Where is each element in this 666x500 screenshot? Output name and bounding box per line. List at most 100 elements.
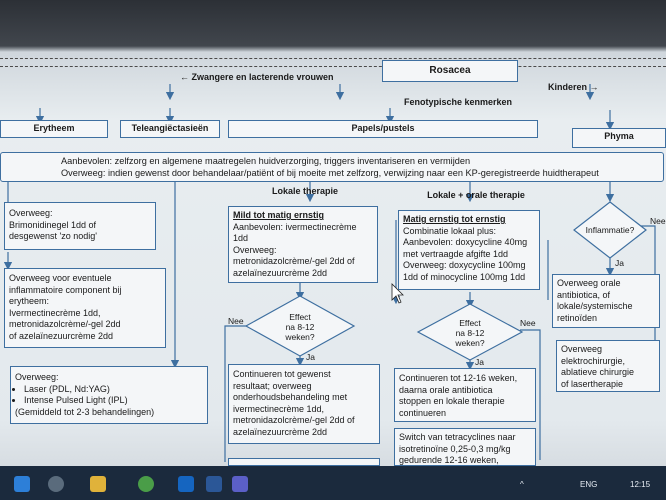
moderate-severity-box: Matig ernstig tot ernstig Combinatie lok… xyxy=(398,210,540,290)
continue-moderate-box: Continueren tot 12-16 weken, daarna oral… xyxy=(394,368,536,422)
laser-box: Overweeg: Laser (PDL, Nd:YAG) Intense Pu… xyxy=(10,366,208,424)
laser-item: Intense Pulsed Light (IPL) xyxy=(24,395,203,407)
general-recommended: Aanbevolen: zelfzorg en algemene maatreg… xyxy=(61,156,471,166)
box-line: Continueren tot 12-16 weken, xyxy=(399,373,518,383)
box-line: isotretinoïne 0,25-0,3 mg/kg xyxy=(399,443,511,454)
yes-label: Ja xyxy=(475,357,484,367)
box-line: stoppen en lokale therapie xyxy=(399,396,505,406)
laser-item: Laser (PDL, Nd:YAG) xyxy=(24,384,203,396)
box-line: 1dd of minocycline 100mg 1dd xyxy=(403,271,526,282)
box-line: Aanbevolen: doxycycline 40mg xyxy=(403,237,528,247)
phyma-surgery-box: Overweeg elektrochirurgie, ablatieve chi… xyxy=(556,340,660,392)
box-line: Brimonidinegel 1dd of xyxy=(9,219,97,230)
category-telangiectasia: Teleangiëctasieën xyxy=(120,120,220,138)
language-indicator[interactable]: ENG xyxy=(580,480,598,489)
box-line: azelaïnezuurcrème 2dd xyxy=(233,267,328,278)
yes-label: Ja xyxy=(306,352,315,362)
box-line: ablatieve chirurgie xyxy=(561,367,635,377)
local-therapy-header: Lokale therapie xyxy=(271,186,339,196)
mild-title: Mild tot matig ernstig xyxy=(233,210,324,220)
box-line: resultaat; overweeg xyxy=(233,380,312,391)
category-phyma: Phyma xyxy=(572,128,666,148)
category-label: Papels/pustels xyxy=(351,123,415,133)
box-line: Overweeg: xyxy=(15,372,59,382)
cut-off-box xyxy=(228,458,380,466)
tray-chevron[interactable]: ^ xyxy=(520,480,524,489)
windows-icon[interactable] xyxy=(14,476,30,492)
decision-diamond-phyma xyxy=(573,201,647,259)
general-recommendation-box: Aanbevolen: zelfzorg en algemene maatreg… xyxy=(0,152,664,182)
decision-text-mild: Effect na 8-12 weken? xyxy=(276,312,324,342)
box-line: Overweeg orale xyxy=(557,278,621,288)
file-explorer-icon[interactable] xyxy=(90,476,106,492)
local-oral-therapy-header: Lokale + orale therapie xyxy=(427,190,525,200)
box-line: 1dd xyxy=(233,233,249,243)
page-break-line xyxy=(0,58,666,59)
box-line: lokale/systemische xyxy=(557,301,633,311)
pregnant-women-label: ← Zwangere en lacterende vrouwen xyxy=(180,72,334,82)
general-consider: Overweeg: indien gewenst door behandelaa… xyxy=(61,168,599,178)
mouse-cursor-icon xyxy=(391,283,404,304)
decision-line: na 8-12 xyxy=(285,322,315,332)
diagram-title: Rosacea xyxy=(429,65,471,76)
decision-text-phyma: Inflammatie? xyxy=(585,225,635,235)
taskbar xyxy=(0,466,666,500)
teams-icon[interactable] xyxy=(232,476,248,492)
category-label: Erytheem xyxy=(33,123,75,133)
continue-mild-box: Continueren tot gewenst resultaat; overw… xyxy=(228,364,380,444)
box-line: Overweeg: doxycycline 100mg xyxy=(403,260,526,270)
box-line: Continueren tot gewenst xyxy=(233,369,331,379)
children-label: Kinderen → xyxy=(548,82,599,92)
box-line: Aanbevolen: ivermectinecrème xyxy=(233,221,357,232)
box-line: Switch van tetracyclines naar xyxy=(399,432,516,442)
phyma-oral-box: Overweeg orale antibiotica, of lokale/sy… xyxy=(552,274,660,328)
category-label: Teleangiëctasieën xyxy=(131,123,209,133)
word-icon[interactable] xyxy=(206,476,222,492)
box-line: onderhoudsbehandeling met xyxy=(233,392,348,402)
title-box: Rosacea xyxy=(382,60,518,82)
inflammatory-component-box: Overweeg voor eventuele inflammatoire co… xyxy=(4,268,166,348)
category-papules: Papels/pustels xyxy=(228,120,538,138)
decision-line: weken? xyxy=(455,338,485,348)
phenotype-header: Fenotypische kenmerken xyxy=(403,97,513,107)
box-line: Overweeg voor eventuele xyxy=(9,273,112,283)
box-line: inflammatoire component bij xyxy=(9,284,122,295)
box-line: retinoïden xyxy=(557,312,598,323)
box-line: Overweeg: xyxy=(233,244,277,255)
box-line: continueren xyxy=(399,407,447,418)
chrome-icon[interactable] xyxy=(138,476,154,492)
decision-diamond-moderate xyxy=(416,303,524,361)
category-label: Phyma xyxy=(604,131,634,141)
switch-isotretinoin-box: Switch van tetracyclines naar isotretino… xyxy=(394,428,536,466)
box-line: antibiotica, of xyxy=(557,289,611,300)
box-line: metronidazolcrème/-gel 2dd of xyxy=(233,415,355,425)
box-line: azelaïnezuurcrème 2dd xyxy=(233,426,328,437)
search-icon[interactable] xyxy=(48,476,64,492)
box-line: Combinatie lokaal plus: xyxy=(403,225,497,236)
yes-label: Ja xyxy=(615,258,624,268)
moderate-title: Matig ernstig tot ernstig xyxy=(403,214,506,224)
decision-text-moderate: Effect na 8-12 weken? xyxy=(446,318,494,348)
box-line: of lasertherapie xyxy=(561,378,624,389)
decision-line: Effect xyxy=(289,312,311,322)
clock[interactable]: 12:15 xyxy=(630,480,651,489)
decision-line: weken? xyxy=(285,332,315,342)
brimonidine-box: Overweeg: Brimonidinegel 1dd of desgewen… xyxy=(4,202,156,250)
outlook-icon[interactable] xyxy=(178,476,194,492)
no-label: Nee xyxy=(228,316,244,326)
box-line: Overweeg: xyxy=(9,208,53,218)
flowchart-connectors xyxy=(3,84,656,462)
category-erythema: Erytheem xyxy=(0,120,108,138)
box-line: ivermectinecrème 1dd, xyxy=(233,403,325,414)
box-line: Ivermectinecrème 1dd, xyxy=(9,307,101,318)
box-line: of azelaïnezuurcrème 2dd xyxy=(9,330,114,341)
decision-line: Effect xyxy=(459,318,481,328)
box-line: erytheem: xyxy=(9,296,50,306)
no-label: Nee xyxy=(520,318,536,328)
box-line: daarna orale antibiotica xyxy=(399,384,493,395)
box-line: gedurende 12-16 weken, xyxy=(399,455,499,465)
page-break-line xyxy=(0,66,666,67)
decision-line: na 8-12 xyxy=(455,328,485,338)
box-line: elektrochirurgie, xyxy=(561,355,626,366)
box-line: Overweeg xyxy=(561,344,603,354)
